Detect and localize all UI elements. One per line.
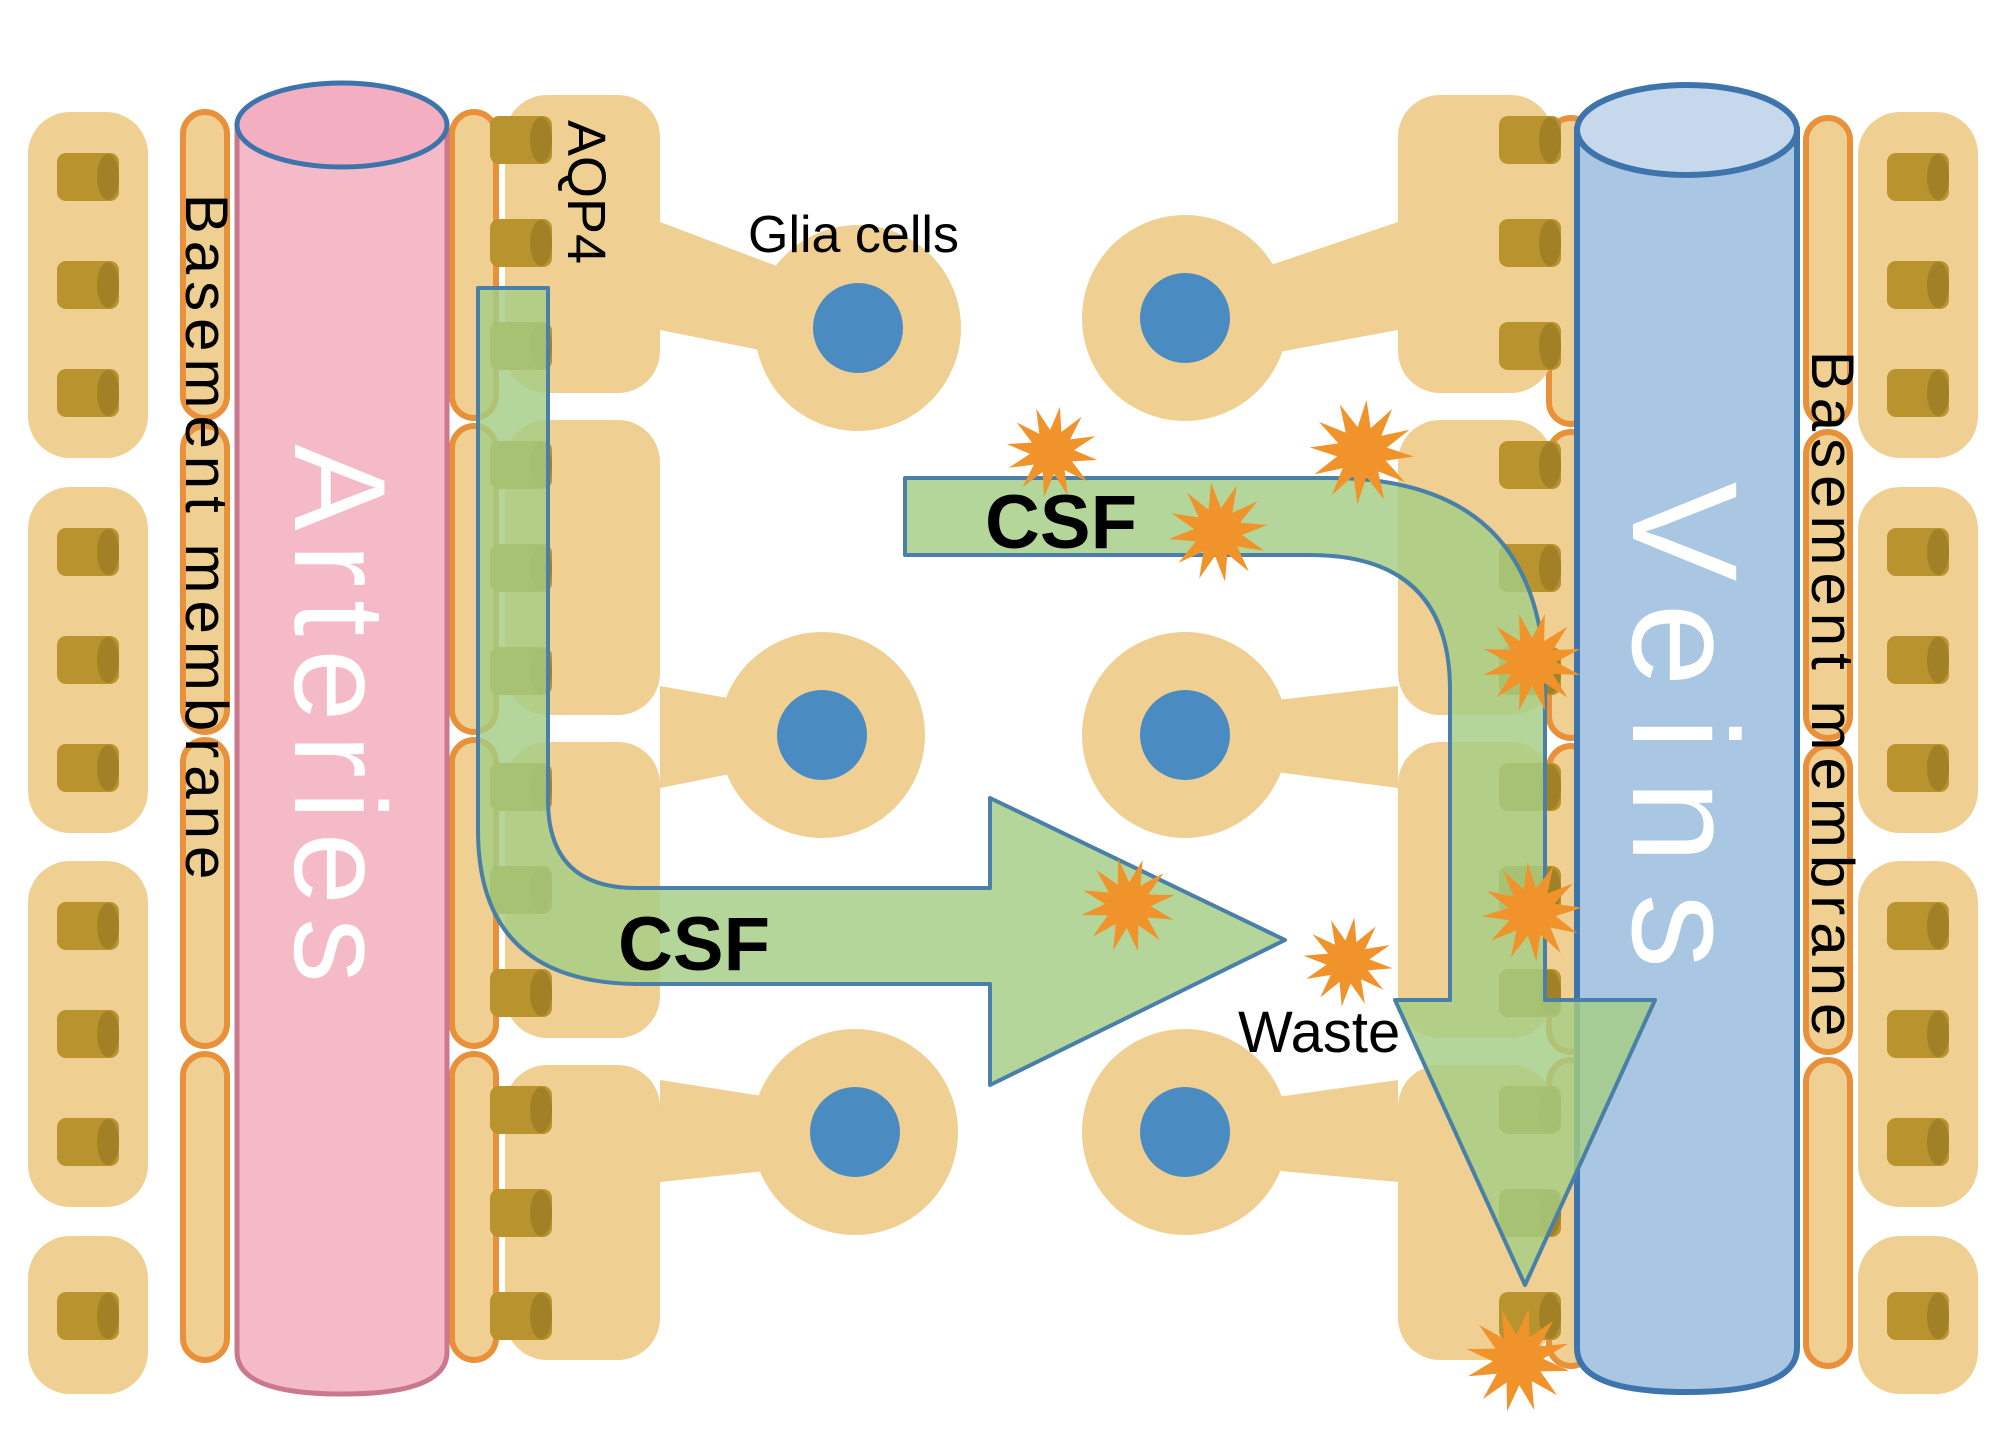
aqp4-channel-stud [57, 153, 119, 201]
glia-cell [1082, 1029, 1398, 1235]
glia-cell-nucleus [1140, 273, 1230, 363]
artery-cylinder [234, 122, 450, 1397]
aqp4-channel-stud [1499, 322, 1561, 370]
aqp4-channel-stud [490, 116, 552, 164]
aqp4-channel-stud [57, 744, 119, 792]
aqp4-channel-stud [490, 1189, 552, 1237]
glia-cell [660, 632, 925, 838]
glia-cell-nucleus [810, 1087, 900, 1177]
basement-membrane-segment [449, 1051, 499, 1363]
glia-cell-process [660, 1080, 775, 1182]
glia-cell [660, 1029, 958, 1235]
basement-membrane-segment [1803, 115, 1853, 427]
aqp4-channel-stud [1887, 1118, 1949, 1166]
arteries-label: Arteries [267, 444, 413, 996]
csf-flow-arrow-to-vein [903, 476, 1657, 1287]
artery-top-cap [234, 80, 450, 170]
aqp4-channel-stud [1499, 441, 1561, 489]
vein-vessel [1574, 82, 1800, 1396]
aqp4-channel-stud [57, 528, 119, 576]
waste-label: Waste [1238, 1000, 1400, 1065]
glia-cell-nucleus [1140, 1087, 1230, 1177]
vein-top-cap [1574, 82, 1800, 178]
csf-label-bottom: CSF [618, 902, 770, 987]
glia-cells-label: Glia cells [748, 206, 959, 264]
aqp4-channel-stud [1499, 219, 1561, 267]
basement-membrane-segment [180, 1051, 230, 1363]
glia-cell [1082, 632, 1398, 838]
artery-vessel [234, 80, 450, 1397]
glia-cell [1082, 215, 1398, 421]
aqp4-channel-stud [490, 1292, 552, 1340]
astrocyte-endfoot [1398, 95, 1553, 393]
aqp4-label: AQP4 [556, 120, 616, 264]
aqp4-channel-stud [1887, 369, 1949, 417]
aqp4-channel-stud [57, 369, 119, 417]
glia-cell-nucleus [777, 690, 867, 780]
aqp4-channel-stud [57, 1292, 119, 1340]
glia-cell-process [1260, 686, 1398, 788]
veins-label: Veins [1601, 482, 1769, 999]
csf-flow-arrow-from-artery [476, 286, 1287, 1087]
glia-cells-group [660, 215, 1398, 1235]
basement-membrane-artery-left [180, 109, 230, 1363]
aqp4-channel-stud [490, 219, 552, 267]
basement-membrane-vein-right [1803, 115, 1853, 1369]
aqp4-channel-stud [1887, 261, 1949, 309]
aqp4-channel-stud [1887, 636, 1949, 684]
aqp4-channel-stud [1887, 1010, 1949, 1058]
aqp4-channel-stud [57, 902, 119, 950]
aqp4-channel-stud [490, 1086, 552, 1134]
basement-membrane-segment [1803, 429, 1853, 741]
basement-membrane-label-right: Basement membrane [1799, 351, 1866, 1044]
basement-membrane-segment [180, 109, 230, 421]
basement-membrane-segment [180, 423, 230, 735]
aqp4-channel-stud [490, 969, 552, 1017]
astrocyte-endfoot [505, 1065, 660, 1360]
csf-label-top: CSF [985, 480, 1137, 565]
endfeet-column-far-left [28, 112, 148, 1394]
aqp4-channel-stud [57, 1118, 119, 1166]
glia-cell-process [1270, 1080, 1398, 1182]
aqp4-channel-stud [1887, 744, 1949, 792]
aqp4-channel-stud [1887, 528, 1949, 576]
aqp4-channel-stud [57, 636, 119, 684]
aqp4-channel-stud [57, 261, 119, 309]
basement-membrane-segment [1803, 743, 1853, 1055]
basement-membrane-segment [180, 737, 230, 1049]
endfeet-column-far-right [1858, 112, 1978, 1394]
glia-cell-nucleus [1140, 690, 1230, 780]
aqp4-channel-stud [1887, 902, 1949, 950]
glia-cell-nucleus [813, 283, 903, 373]
aqp4-channel-stud [57, 1010, 119, 1058]
basement-membrane-label-left: Basement membrane [173, 194, 240, 887]
aqp4-channel-stud [1887, 1292, 1949, 1340]
aqp4-channel-stud [1499, 116, 1561, 164]
waste-burst [1297, 911, 1399, 1013]
vein-cylinder [1574, 127, 1800, 1396]
glia-cell [660, 222, 961, 431]
aqp4-channel-stud [1887, 153, 1949, 201]
basement-membrane-segment [1803, 1057, 1853, 1369]
